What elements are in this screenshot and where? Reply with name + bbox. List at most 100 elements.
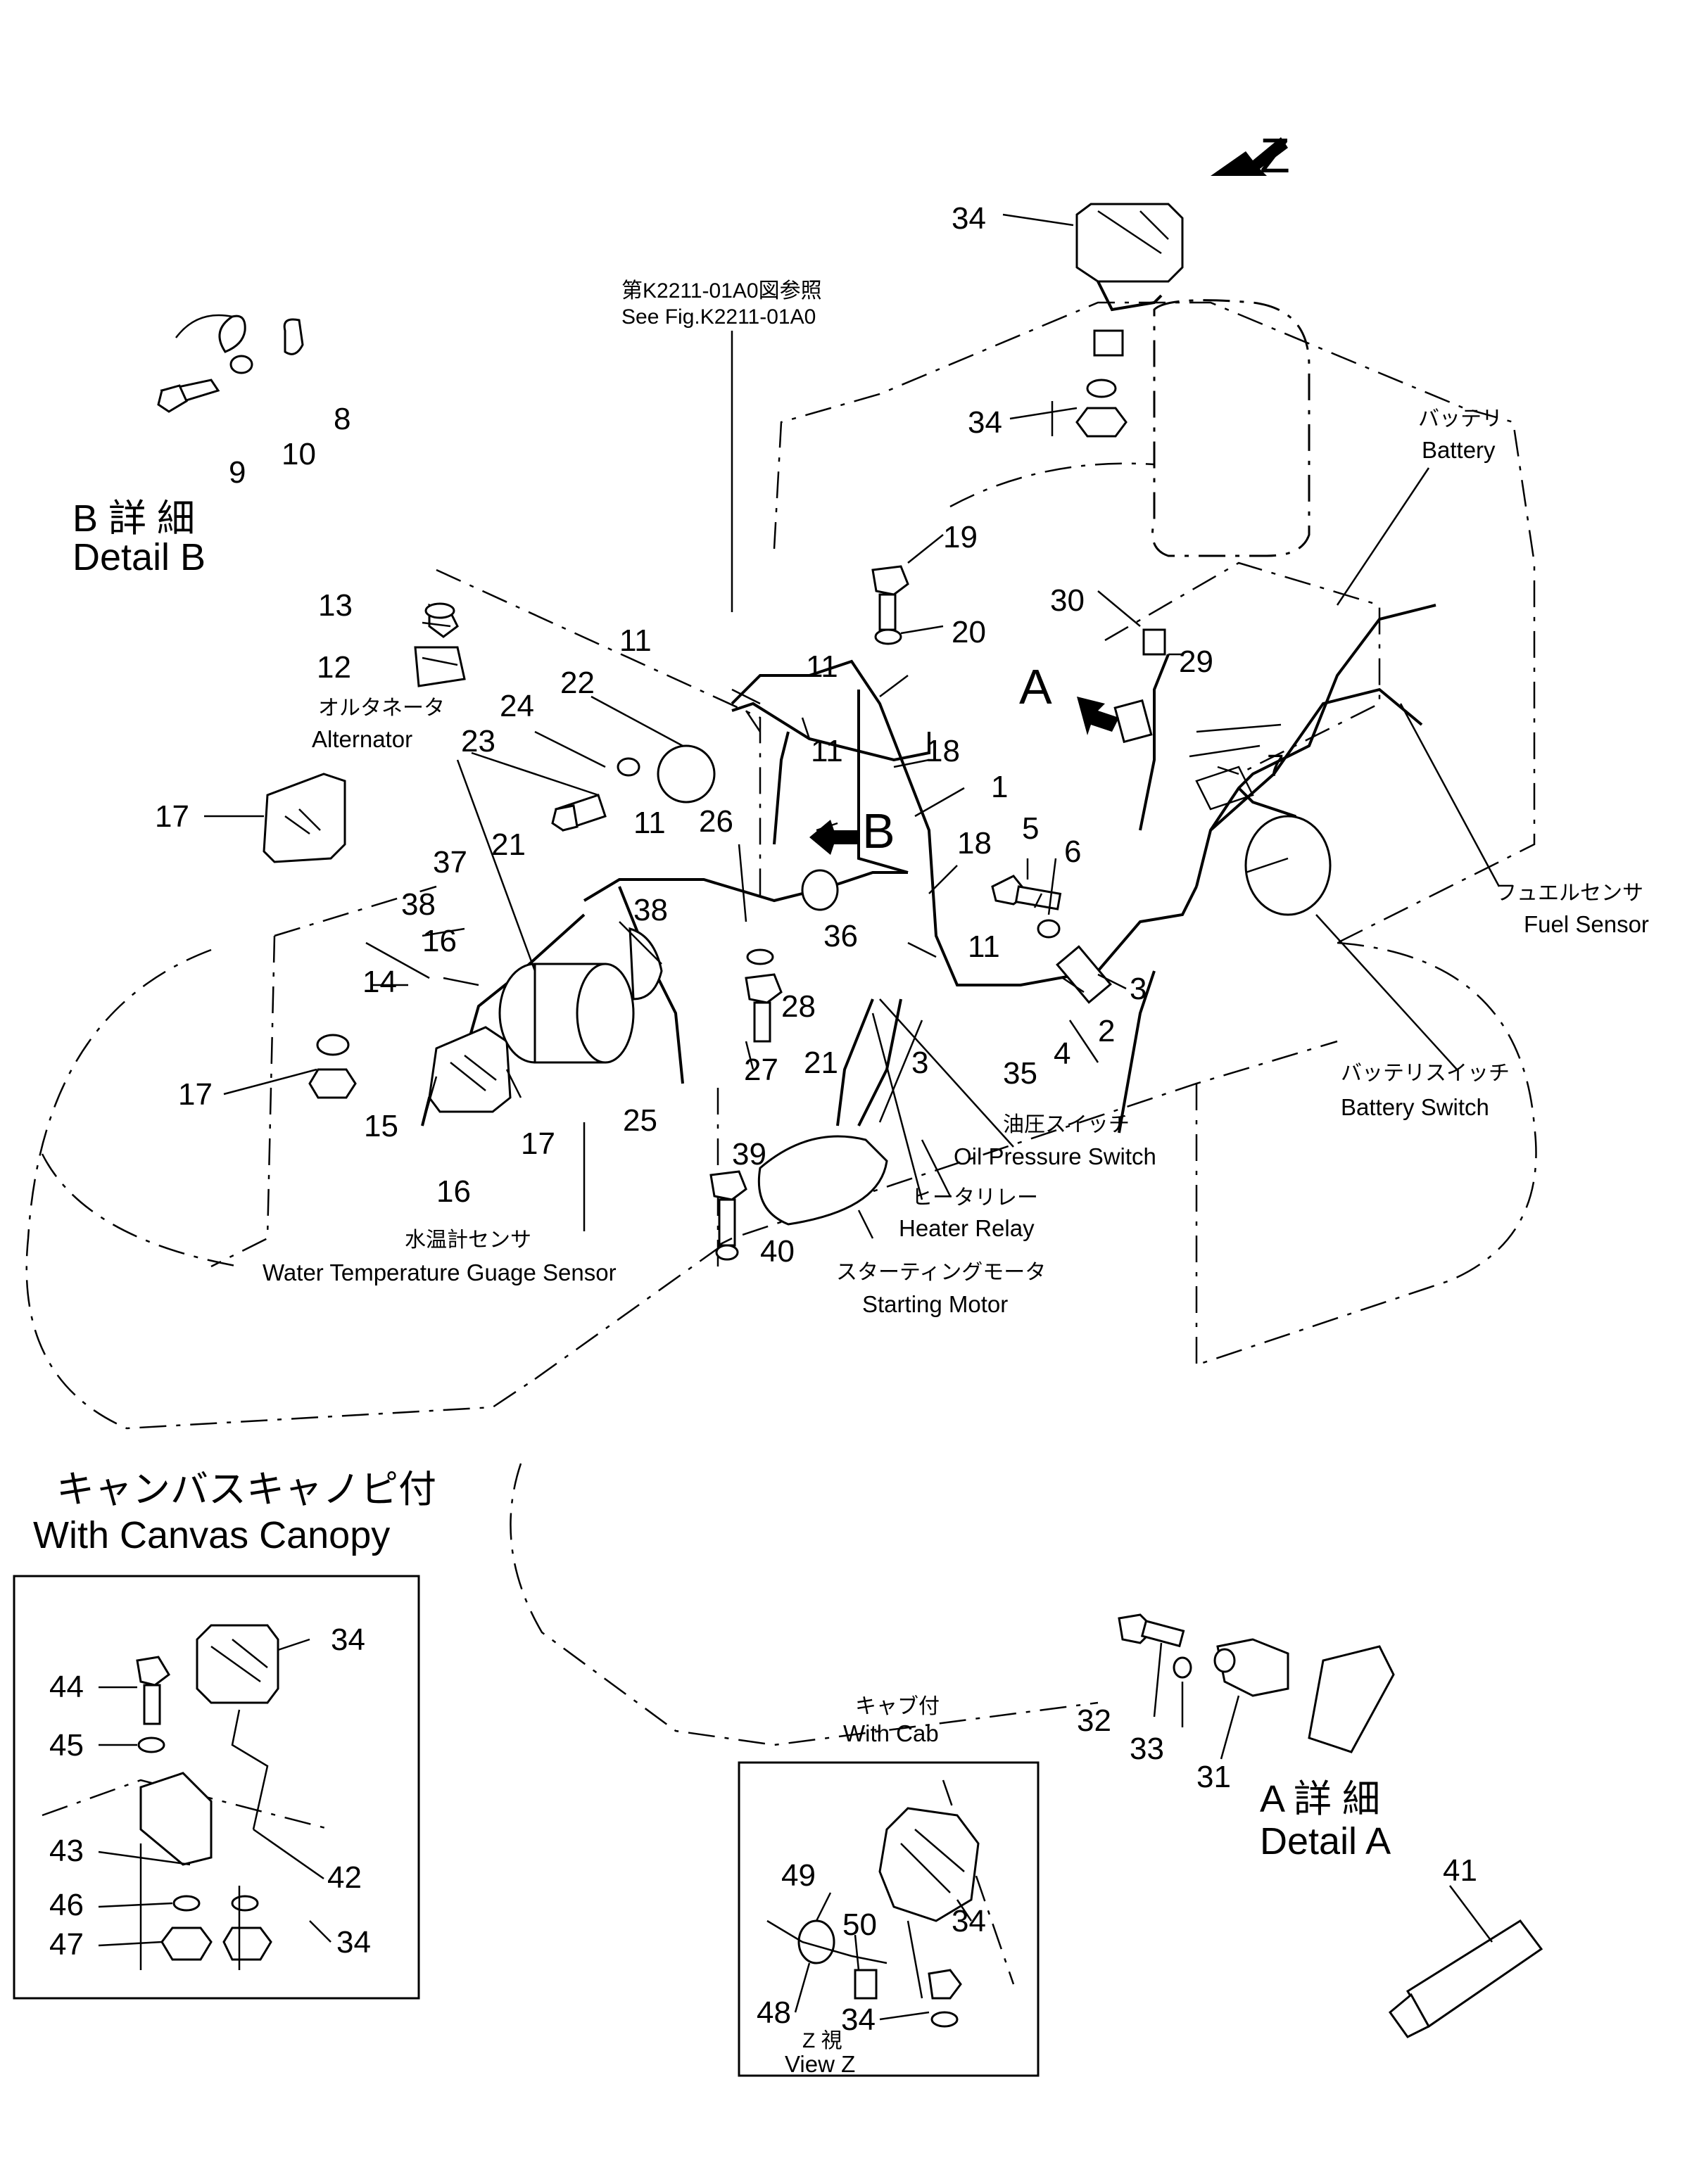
part-number: 24 [500, 689, 534, 723]
part-number: 14 [362, 965, 397, 999]
part-number: 3 [1130, 972, 1147, 1006]
part-number: 23 [461, 724, 495, 758]
part-number: 6 [1064, 834, 1081, 869]
starting-motor-label-en: Starting Motor [862, 1291, 1008, 1317]
part-number: 21 [491, 827, 526, 862]
starting-motor-label-jp: スターティングモータ [836, 1261, 1046, 1284]
oil-pressure-switch-label-jp: 油圧スイッチ [1003, 1113, 1130, 1136]
water-temp-sensor-label-en: Water Temperature Guage Sensor [263, 1259, 617, 1285]
part-number: 34 [952, 201, 986, 236]
part-number: 18 [926, 734, 960, 768]
part-number: 34 [968, 405, 1002, 440]
part-number: 2 [1098, 1014, 1115, 1048]
part-number: 15 [364, 1109, 398, 1143]
part-number: 19 [943, 520, 978, 554]
part-number: 29 [1179, 645, 1213, 679]
part-number: 5 [1022, 811, 1039, 846]
battery-switch-label-en: Battery Switch [1341, 1094, 1489, 1120]
arrow-a-label: A [1019, 659, 1052, 714]
battery-label-en: Battery [1422, 437, 1496, 463]
part-number: 38 [401, 887, 436, 922]
part-number: 13 [318, 588, 353, 623]
alternator-label-jp: オルタネータ [318, 697, 445, 720]
part-number: 30 [1050, 583, 1085, 618]
heater-relay-label-en: Heater Relay [899, 1215, 1035, 1241]
part-number: 34 [841, 2002, 876, 2037]
part-number: 17 [155, 799, 189, 834]
part-number: 49 [781, 1858, 816, 1893]
left-work-lamps [263, 773, 512, 1113]
direction-arrows [809, 137, 1288, 855]
part-number: 48 [757, 1995, 791, 2030]
part-number: 46 [49, 1888, 84, 1922]
part-number: 17 [521, 1126, 555, 1161]
canopy-title-jp: キャンバスキャノピ付 [56, 1468, 436, 1511]
part-number: 16 [422, 924, 457, 958]
part-number: 3 [911, 1046, 928, 1080]
part-number: 43 [49, 1834, 84, 1868]
canopy-inset [13, 1575, 420, 2000]
part-number: 11 [633, 806, 666, 840]
part-number: 50 [842, 1907, 877, 1942]
cab-title-jp: キャブ付 [855, 1695, 940, 1718]
cab-view-jp: Z 視 [802, 2029, 842, 2052]
misc-bolts [709, 565, 1112, 1261]
machine-outline [25, 299, 1537, 1746]
part-number: 11 [811, 734, 843, 768]
part-number: 11 [806, 649, 838, 684]
part-number: 37 [433, 845, 467, 880]
arrow-b-label: B [862, 804, 895, 858]
oil-pressure-switch-label-en: Oil Pressure Switch [954, 1143, 1156, 1169]
part-number: 42 [327, 1860, 362, 1895]
part-number: 45 [49, 1728, 84, 1763]
part-numbers: 1 2 3 3 4 5 6 7 8 9 10 11 11 11 11 11 12… [49, 201, 1477, 2037]
part-number: 4 [1054, 1036, 1070, 1071]
part-number: 8 [334, 402, 350, 436]
battery-switch-label-jp: バッテリスイッチ [1341, 1062, 1510, 1085]
detail-a-parts [1118, 1613, 1395, 1753]
part-number: 33 [1130, 1732, 1164, 1766]
alternator-label-en: Alternator [312, 726, 412, 752]
part-number: 31 [1196, 1760, 1231, 1794]
part-number: 47 [49, 1927, 84, 1962]
leader-lines [98, 213, 1501, 2021]
part-number: 32 [1077, 1703, 1111, 1738]
ref-jp: 第K2211-01A0図参照 [621, 279, 822, 303]
part-number: 16 [436, 1174, 471, 1209]
alternator-area [414, 602, 716, 1064]
part-number: 11 [619, 623, 652, 658]
detail-b-jp: B 詳 細 [72, 497, 195, 540]
part-number: 12 [317, 650, 351, 685]
detail-b-en: Detail B [72, 536, 206, 578]
work-lamp-top [1075, 203, 1184, 438]
part-number: 9 [229, 455, 246, 490]
cab-inset [738, 1761, 1040, 2077]
cab-view-en: View Z [785, 2051, 855, 2077]
part-number: 36 [823, 919, 858, 953]
ref-en: See Fig.K2211-01A0 [621, 305, 816, 329]
part-number: 25 [623, 1103, 657, 1138]
detail-b-parts [157, 314, 304, 413]
view-z-label: Z [1260, 128, 1290, 183]
part-number: 11 [968, 929, 1000, 964]
fuel-sensor-label-jp: フュエルセンサ [1496, 882, 1643, 905]
part-number: 21 [804, 1046, 838, 1080]
part-number: 35 [1003, 1056, 1037, 1091]
part-number: 38 [633, 893, 668, 927]
part-number: 18 [957, 826, 992, 861]
heater-relay-label-jp: ヒータリレー [911, 1186, 1038, 1210]
part-number: 7 [1267, 749, 1284, 783]
detail-a-en: Detail A [1260, 1820, 1391, 1862]
part-number: 10 [282, 437, 316, 471]
part-number: 27 [744, 1053, 778, 1087]
part-number: 20 [952, 615, 986, 649]
part-number: 22 [560, 666, 595, 700]
part-number: 34 [331, 1623, 365, 1657]
arrow-a [1077, 697, 1119, 735]
cab-title-en: With Cab [843, 1720, 939, 1746]
part-number: 40 [760, 1234, 795, 1269]
arrow-z [1211, 137, 1288, 176]
grease-tube [1388, 1885, 1543, 2038]
part-number: 28 [781, 989, 816, 1024]
